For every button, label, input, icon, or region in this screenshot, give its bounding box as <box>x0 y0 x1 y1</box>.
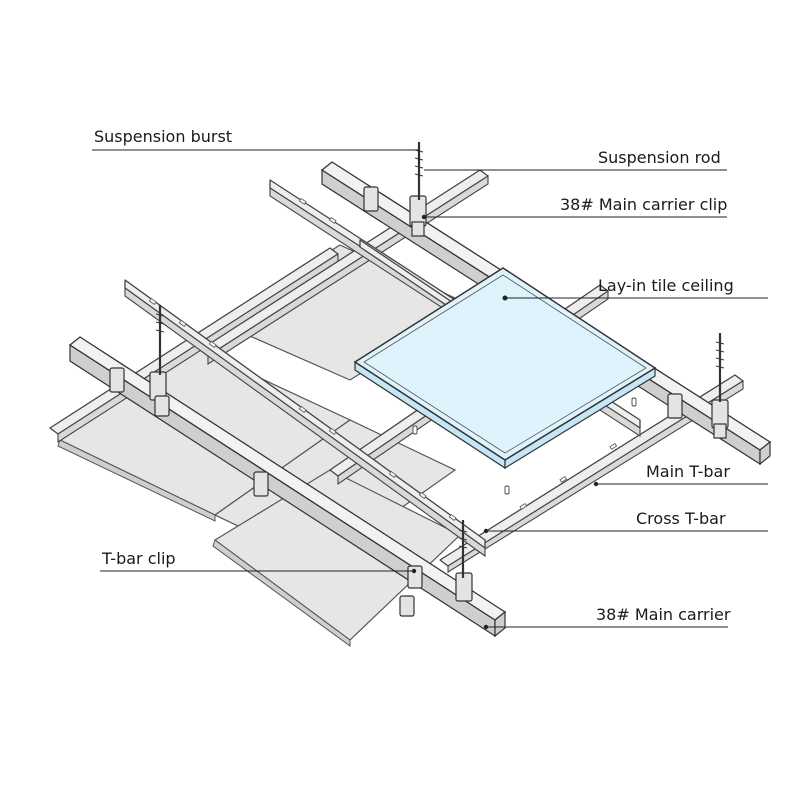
labels: Suspension burst Suspension rod 38# Main… <box>94 127 734 624</box>
t-bar-clips <box>154 395 423 617</box>
main-carrier-clip-mid <box>109 186 683 497</box>
suspension-rod-right <box>715 333 725 402</box>
main-carrier-clips <box>109 186 729 602</box>
t-bar-clip-2 <box>399 595 415 617</box>
label-lay-in-tile-ceiling: Lay-in tile ceiling <box>598 276 734 295</box>
suspension-rod-bottom <box>458 520 468 578</box>
label-suspension-burst: Suspension burst <box>94 127 232 146</box>
label-suspension-rod: Suspension rod <box>598 148 721 167</box>
lay-in-tile <box>353 267 657 470</box>
lay-in-tile-surface <box>353 267 657 461</box>
t-bar-clip-3 <box>154 395 170 417</box>
ceiling-panel-left-edge <box>57 439 216 522</box>
main-carrier-clip-right <box>711 399 729 439</box>
label-main-carrier: 38# Main carrier <box>596 605 731 624</box>
leader-lines <box>92 149 768 630</box>
label-main-carrier-clip: 38# Main carrier clip <box>560 195 727 214</box>
label-main-t-bar: Main T-bar <box>646 462 730 481</box>
suspension-rod-left <box>155 305 165 375</box>
ceiling-panel-bottom-edge <box>212 539 351 647</box>
grid-holes <box>412 397 637 495</box>
main-carrier-clip-top <box>409 195 427 237</box>
label-t-bar-clip: T-bar clip <box>101 549 176 568</box>
label-cross-t-bar: Cross T-bar <box>636 509 726 528</box>
